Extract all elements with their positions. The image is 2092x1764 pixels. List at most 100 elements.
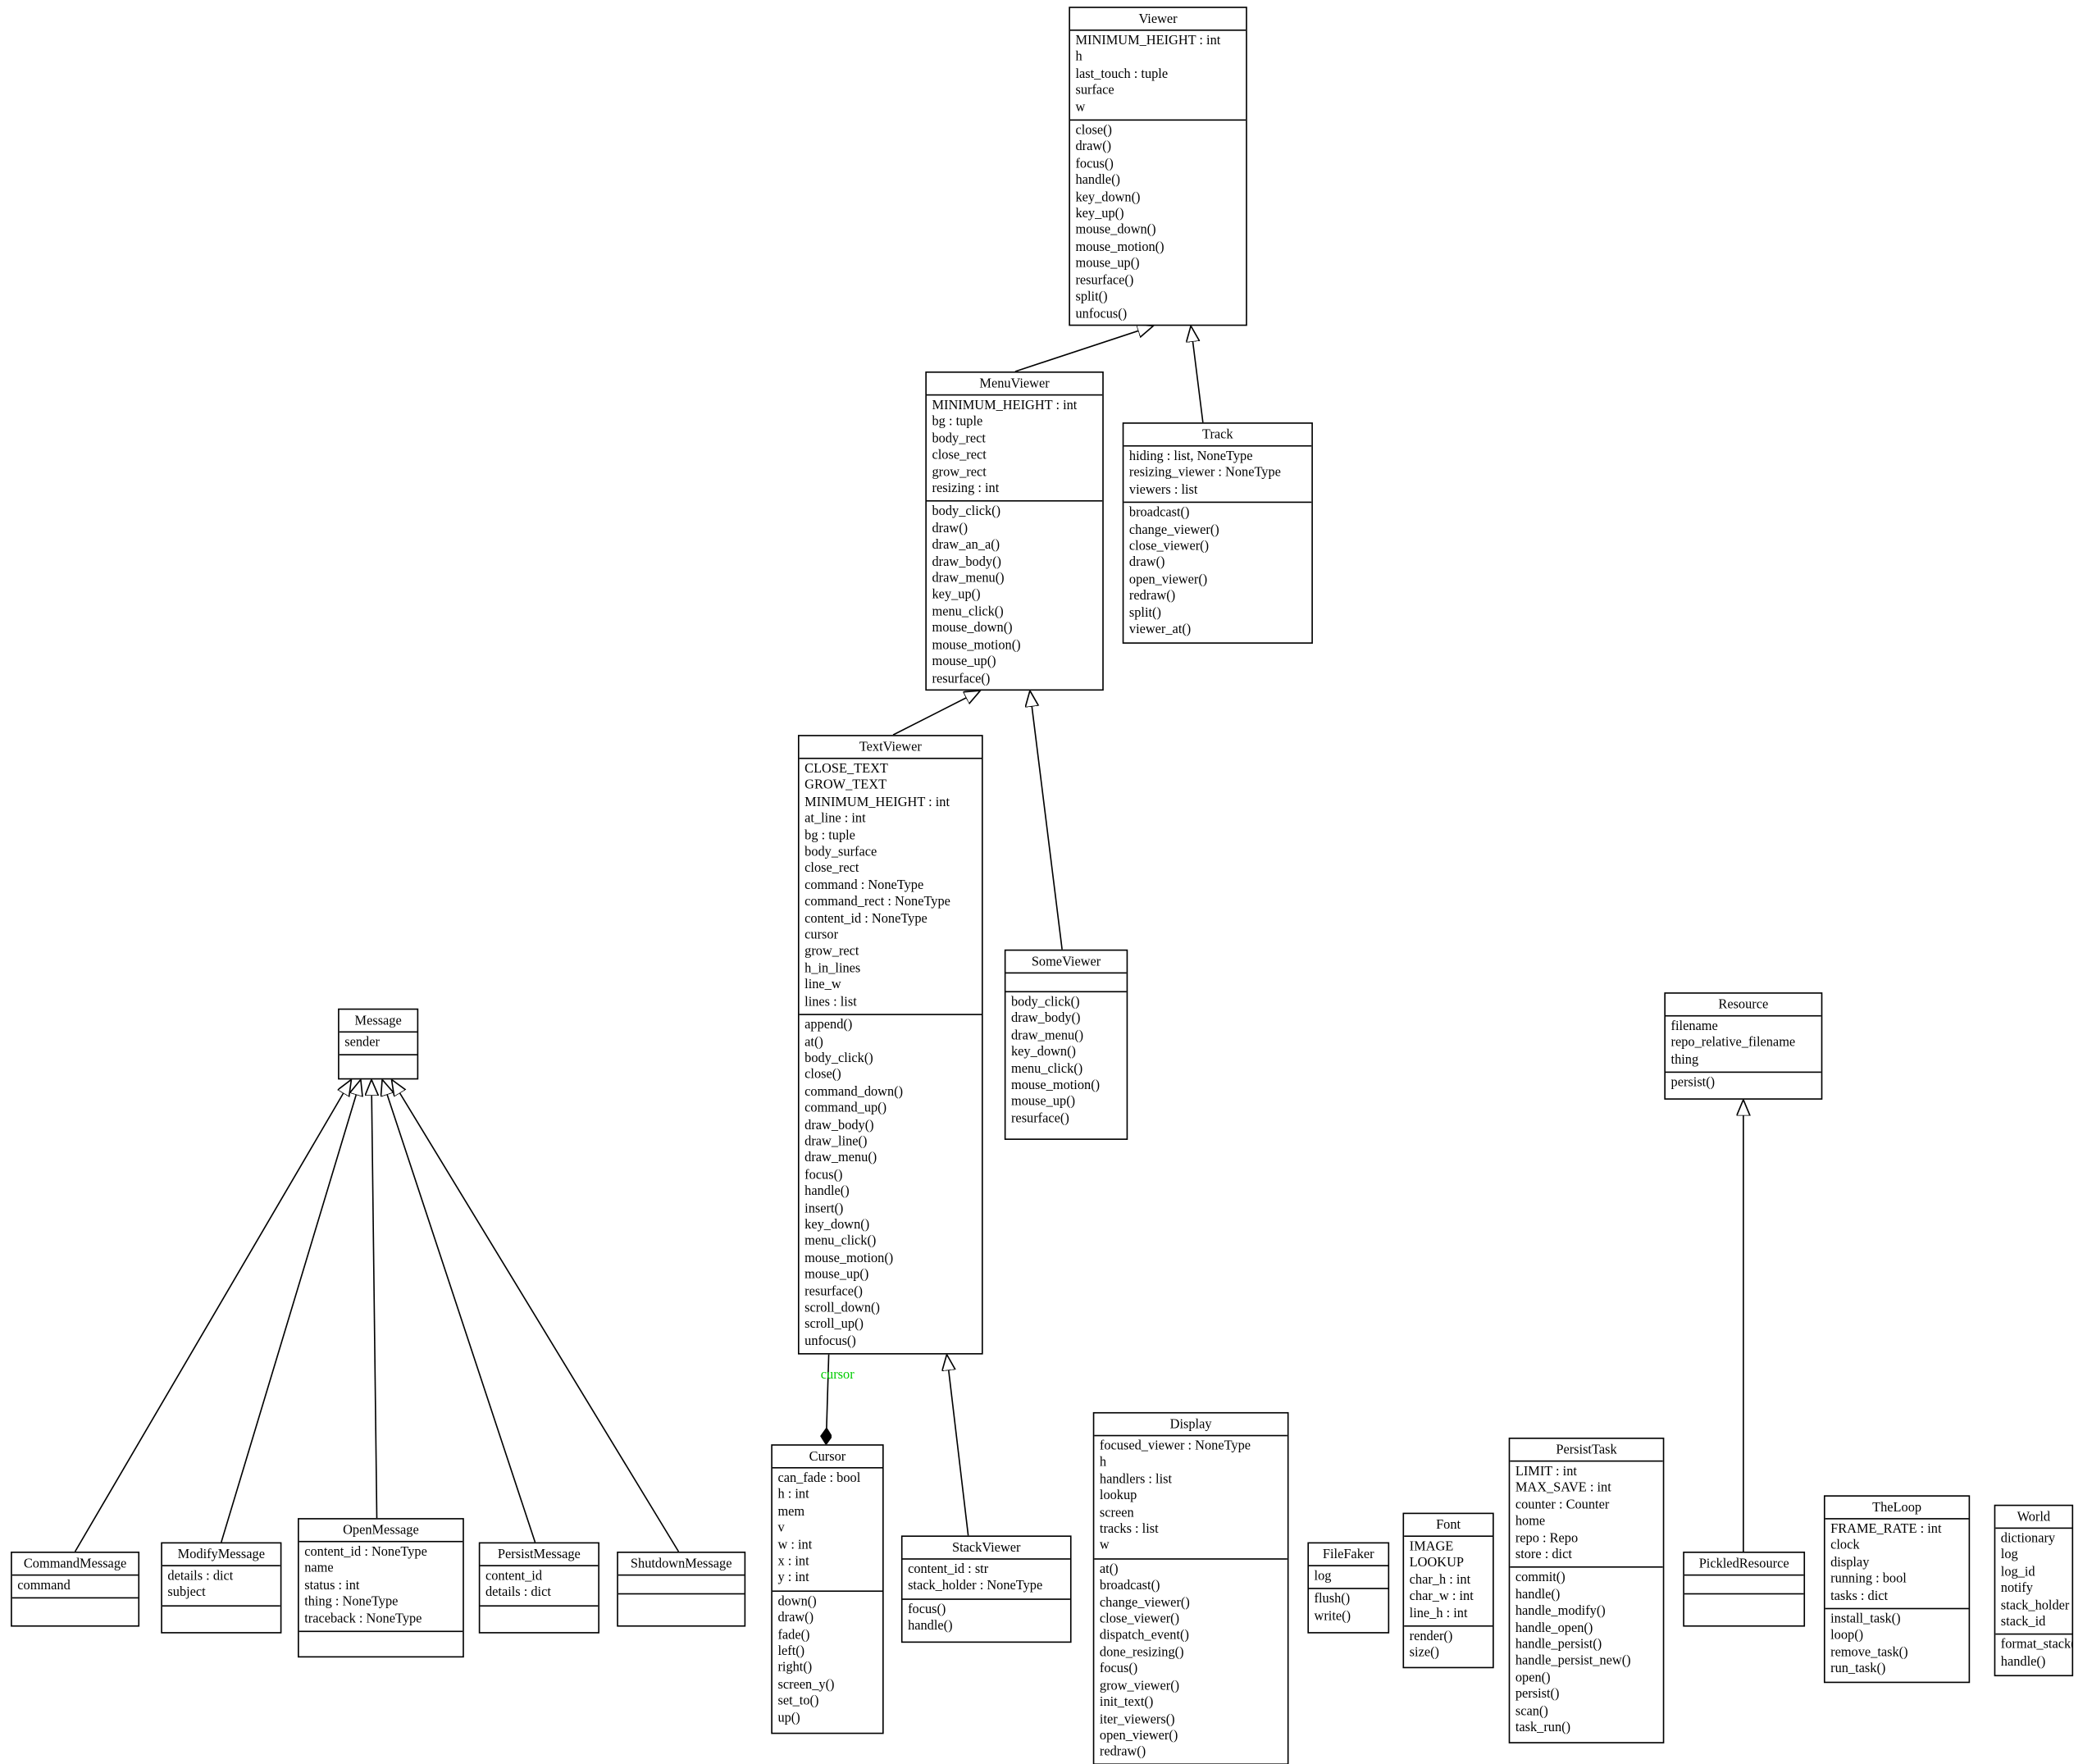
class-attribute: content_id : NoneType — [304, 1544, 427, 1560]
class-method-compartment — [11, 1598, 139, 1625]
class-method-compartment: down()draw()fade()left()right()screen_y(… — [772, 1590, 883, 1733]
class-method: key_down() — [1075, 189, 1141, 205]
class-attribute: MINIMUM_HEIGHT : int — [1075, 33, 1221, 48]
class-method: remove_task() — [1830, 1645, 1908, 1661]
class-title: Display — [1169, 1417, 1212, 1433]
class-attribute: screen — [1099, 1505, 1134, 1520]
class-attribute: mem — [777, 1504, 805, 1520]
class-node-someviewer: SomeViewer body_click()draw_body()draw_me… — [1004, 949, 1128, 1140]
class-method-compartment — [618, 1593, 745, 1625]
class-attribute: v — [777, 1520, 785, 1536]
class-method: handle_open() — [1515, 1620, 1593, 1636]
class-method-compartment — [480, 1605, 599, 1632]
class-method: grow_viewer() — [1099, 1678, 1180, 1693]
class-method: draw_body() — [804, 1118, 874, 1133]
edge-inheritance-ShutdownMessage-to-Message — [391, 1079, 680, 1552]
class-attribute: thing — [1670, 1052, 1699, 1068]
class-attribute: w : int — [777, 1538, 813, 1553]
class-method: render() — [1409, 1629, 1453, 1644]
class-attribute: repo : Repo — [1515, 1530, 1579, 1546]
class-attribute-compartment: sender — [339, 1031, 417, 1055]
class-method: size() — [1409, 1646, 1439, 1661]
class-method: loop() — [1830, 1628, 1864, 1643]
class-method: command_up() — [804, 1101, 887, 1116]
class-method: screen_y() — [777, 1677, 835, 1693]
class-attribute: close_rect — [932, 448, 987, 463]
class-method: close_viewer() — [1099, 1611, 1180, 1627]
class-method: commit() — [1515, 1570, 1566, 1586]
class-title: Cursor — [809, 1449, 846, 1465]
class-attribute: status : int — [304, 1578, 360, 1593]
class-attribute: MINIMUM_HEIGHT : int — [932, 398, 1078, 413]
class-attribute-compartment — [1005, 972, 1127, 991]
class-method-compartment: at()broadcast()change_viewer()close_view… — [1094, 1557, 1288, 1763]
class-attribute: lines : list — [804, 994, 857, 1010]
class-method: draw_menu() — [932, 571, 1005, 586]
class-method: write() — [1314, 1609, 1351, 1624]
class-attribute: stack_id — [2000, 1614, 2046, 1630]
class-method: init_text() — [1099, 1695, 1154, 1711]
class-method-compartment: body_click()draw_body()draw_menu()key_do… — [1005, 991, 1127, 1138]
class-method: key_up() — [1075, 206, 1124, 221]
class-attribute: grow_rect — [804, 944, 859, 959]
class-attribute: clock — [1830, 1538, 1860, 1554]
class-attribute: last_touch : tuple — [1075, 66, 1169, 82]
class-method: menu_click() — [932, 604, 1004, 620]
class-method: append() — [804, 1018, 853, 1033]
class-method: format_stack() — [2000, 1638, 2074, 1653]
class-attribute: surface — [1075, 83, 1114, 98]
class-attribute: bg : tuple — [932, 414, 983, 430]
class-attribute-compartment: log — [1309, 1565, 1388, 1588]
class-method: install_task() — [1830, 1611, 1901, 1627]
class-title: World — [2017, 1510, 2051, 1525]
class-method: scan() — [1515, 1703, 1548, 1719]
class-attribute: resizing_viewer : NoneType — [1128, 466, 1281, 481]
class-attribute: LIMIT : int — [1515, 1464, 1577, 1479]
class-method: focus() — [1099, 1661, 1138, 1677]
class-method: mouse_down() — [932, 621, 1013, 636]
class-method: mouse_up() — [804, 1267, 869, 1283]
class-method: mouse_up() — [932, 654, 996, 670]
class-method: mouse_motion() — [804, 1251, 894, 1266]
class-title: StackViewer — [951, 1540, 1021, 1556]
class-attribute: counter : Counter — [1515, 1497, 1610, 1513]
class-method: unfocus() — [804, 1333, 856, 1349]
class-method-compartment: commit()handle()handle_modify()handle_op… — [1510, 1566, 1663, 1743]
class-method-compartment: format_stack()handle() — [1995, 1634, 2074, 1675]
class-method: done_resizing() — [1099, 1645, 1184, 1661]
edge-inheritance-StackViewer-to-TextViewer — [946, 1355, 969, 1536]
class-attribute: focused_viewer : NoneType — [1099, 1438, 1251, 1454]
class-attribute: w — [1099, 1538, 1110, 1554]
class-attribute: h : int — [777, 1488, 809, 1503]
class-title: SomeViewer — [1031, 955, 1101, 970]
class-attribute: tasks : dict — [1830, 1589, 1889, 1604]
class-method: left() — [777, 1643, 805, 1659]
class-attribute: char_w : int — [1409, 1589, 1474, 1605]
class-method: fade() — [777, 1627, 810, 1643]
class-method: mouse_down() — [1075, 223, 1156, 239]
class-attribute: viewers : list — [1128, 482, 1198, 498]
class-method: focus() — [804, 1167, 843, 1183]
edge-inheritance-CommandMessage-to-Message — [74, 1079, 352, 1552]
class-attribute: tracks : list — [1099, 1522, 1159, 1538]
class-attribute: command — [17, 1578, 71, 1593]
class-title: TextViewer — [859, 740, 922, 755]
class-method: flush() — [1314, 1592, 1351, 1607]
class-method: draw_menu() — [1010, 1028, 1084, 1043]
